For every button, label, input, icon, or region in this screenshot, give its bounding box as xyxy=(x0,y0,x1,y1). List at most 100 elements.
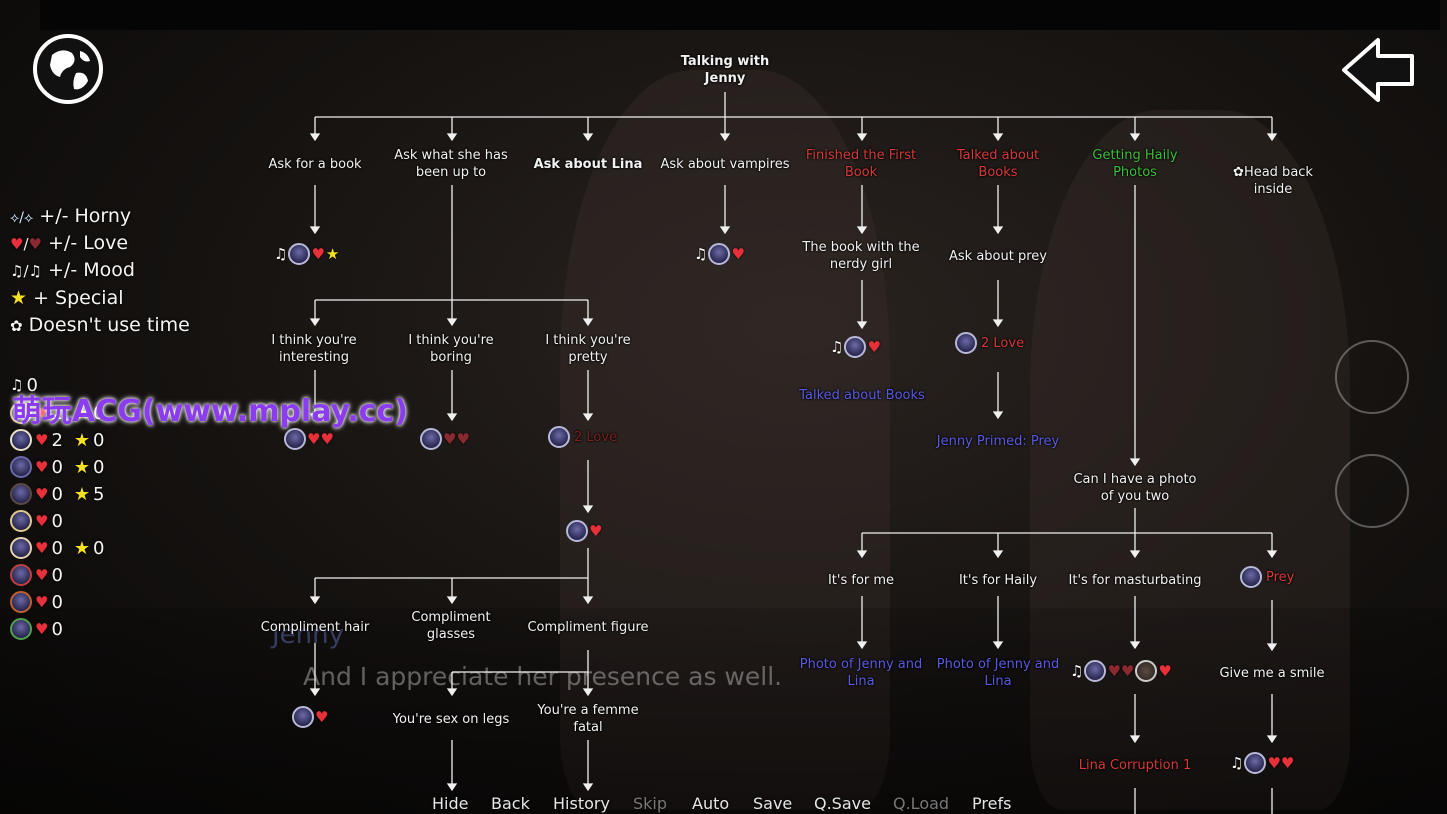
choice-head-back[interactable]: ✿Head back inside xyxy=(1233,165,1313,197)
heart-icon: ♥ xyxy=(35,458,49,476)
choice-interesting[interactable]: I think you're interesting xyxy=(271,333,357,365)
help-round-button[interactable] xyxy=(1335,454,1409,528)
heart-icon: ♥ xyxy=(35,593,49,611)
heart-icon: ♥ xyxy=(867,338,881,356)
legend-love: ♥/♥ +/- Love xyxy=(10,232,129,254)
avatar-jenny xyxy=(420,428,442,450)
globe-icon[interactable] xyxy=(32,33,104,105)
avatar-jenny xyxy=(566,520,588,542)
avatar xyxy=(10,456,32,478)
menu-back-button[interactable]: Back xyxy=(491,794,530,813)
reaction-interesting: ♥♥ xyxy=(284,428,334,450)
menu-auto-button[interactable]: Auto xyxy=(692,794,730,813)
music-icon: ♫ xyxy=(274,245,288,263)
character-tally: ♥0★5 xyxy=(10,481,105,507)
broken-heart-icon: ♥♥ xyxy=(443,430,470,448)
avatar-jenny xyxy=(1240,566,1262,588)
flag-jenny-primed: Jenny Primed: Prey xyxy=(936,434,1060,449)
heart-icon: ♥ xyxy=(35,539,49,557)
result-photo-jenny-lina-2: Photo of Jenny and Lina xyxy=(936,657,1060,689)
flag-talked-books: Talked about Books xyxy=(799,388,925,403)
reaction-masturbating: ♫♥♥♥ xyxy=(1070,660,1172,682)
legend-horny: ⟡/⟡ +/- Horny xyxy=(10,205,132,227)
avatar-lina xyxy=(1135,660,1158,682)
character-tally: ♥2★0 xyxy=(10,427,105,453)
music-icon: ♫ xyxy=(694,245,708,263)
choice-for-me[interactable]: It's for me xyxy=(827,573,895,588)
menu-skip-button[interactable]: Skip xyxy=(633,794,668,813)
choice-ask-book[interactable]: Ask for a book xyxy=(268,157,362,172)
menu-hide-button[interactable]: Hide xyxy=(432,794,469,813)
menu-prefs-button[interactable]: Prefs xyxy=(972,794,1012,813)
avatar-jenny xyxy=(288,243,311,265)
choice-boring[interactable]: I think you're boring xyxy=(408,333,494,365)
choice-ask-up-to[interactable]: Ask what she has been up to xyxy=(394,148,508,180)
choice-compliment-hair[interactable]: Compliment hair xyxy=(260,620,370,635)
legend-special: ★ + Special xyxy=(10,287,124,309)
back-arrow-icon[interactable] xyxy=(1340,36,1416,104)
heart-icon: ♥ xyxy=(1158,662,1172,680)
choice-ask-lina[interactable]: Ask about Lina xyxy=(533,157,643,172)
heart-icon: ♥/♥ xyxy=(10,235,42,253)
background-wall xyxy=(40,0,1440,30)
avatar xyxy=(10,429,32,451)
reaction-nerdy-book: ♫♥ xyxy=(830,336,881,358)
result-2-love-pretty: 2 Love xyxy=(548,426,638,448)
menu-save-button[interactable]: Save xyxy=(753,794,793,813)
heart-icon: ♥ xyxy=(35,512,49,530)
star-icon: ★ xyxy=(73,402,91,424)
reaction-vampires: ♫♥ xyxy=(694,243,745,265)
heart-icon: ♥♥ xyxy=(1267,754,1295,772)
choice-sex-legs[interactable]: You're sex on legs xyxy=(392,712,510,727)
heart-icon: ♥ xyxy=(35,404,49,422)
music-icon: ♫/♫ xyxy=(10,262,42,280)
character-tally: ♥0★0 xyxy=(10,535,105,561)
choice-compliment-figure[interactable]: Compliment figure xyxy=(527,620,649,635)
horny-icon: ⟡/⟡ xyxy=(10,210,34,226)
menu-history-button[interactable]: History xyxy=(553,794,610,813)
choice-femme-fatal[interactable]: You're a femme fatal xyxy=(537,703,639,735)
dialogue-line: And I appreciate her presence as well. xyxy=(303,662,783,691)
choice-finished-book[interactable]: Finished the First Book xyxy=(805,148,917,180)
reaction-compliment-hair: ♥ xyxy=(292,706,328,728)
choice-for-haily[interactable]: It's for Haily xyxy=(958,573,1038,588)
avatar xyxy=(10,402,32,424)
avatar-jenny xyxy=(1084,660,1107,682)
star-icon: ★ xyxy=(325,245,340,263)
avatar xyxy=(10,564,32,586)
reaction-boring: ♥♥ xyxy=(420,428,470,450)
star-icon: ★ xyxy=(73,537,91,559)
music-icon: ♫ xyxy=(830,338,844,356)
broken-heart-icon: ♥♥ xyxy=(1107,662,1135,680)
avatar xyxy=(10,537,32,559)
choice-pretty[interactable]: I think you're pretty xyxy=(545,333,631,365)
dialogue-box xyxy=(0,608,1447,814)
avatar-jenny xyxy=(1244,752,1267,774)
choice-haily-photos[interactable]: Getting Haily Photos xyxy=(1092,148,1178,180)
menu-qsave-button[interactable]: Q.Save xyxy=(814,794,871,813)
no-time-icon: ✿ xyxy=(10,317,23,335)
music-icon: ♫ xyxy=(10,376,24,394)
choice-nerdy-book[interactable]: The book with the nerdy girl xyxy=(802,240,920,272)
choice-ask-prey[interactable]: Ask about prey xyxy=(949,249,1047,264)
choice-give-smile[interactable]: Give me a smile xyxy=(1219,666,1325,681)
heart-icon: ♥ xyxy=(311,245,325,263)
heart-icon: ♥ xyxy=(35,566,49,584)
dialogue-speaker: Jenny xyxy=(272,620,345,650)
choice-talked-books[interactable]: Talked about Books xyxy=(956,148,1040,180)
character-tally: ♥0★0 xyxy=(10,454,105,480)
character-tally: ♥2★0 xyxy=(10,400,105,426)
menu-qload-button[interactable]: Q.Load xyxy=(893,794,950,813)
star-icon: ★ xyxy=(73,429,91,451)
choice-ask-vampires[interactable]: Ask about vampires xyxy=(660,157,790,172)
avatar-jenny xyxy=(284,428,306,450)
music-off-icon: ♫ xyxy=(1070,662,1084,680)
choice-masturbating[interactable]: It's for masturbating xyxy=(1068,573,1202,588)
side-round-button[interactable] xyxy=(1335,340,1409,414)
heart-icon: ♥ xyxy=(35,620,49,638)
avatar-jenny xyxy=(955,332,977,354)
choice-compliment-glasses[interactable]: Compliment glasses xyxy=(411,610,491,642)
result-prey: Prey xyxy=(1240,566,1310,588)
legend-time: ✿ Doesn't use time xyxy=(10,314,190,336)
choice-photo-two[interactable]: Can I have a photo of you two xyxy=(1073,472,1197,504)
